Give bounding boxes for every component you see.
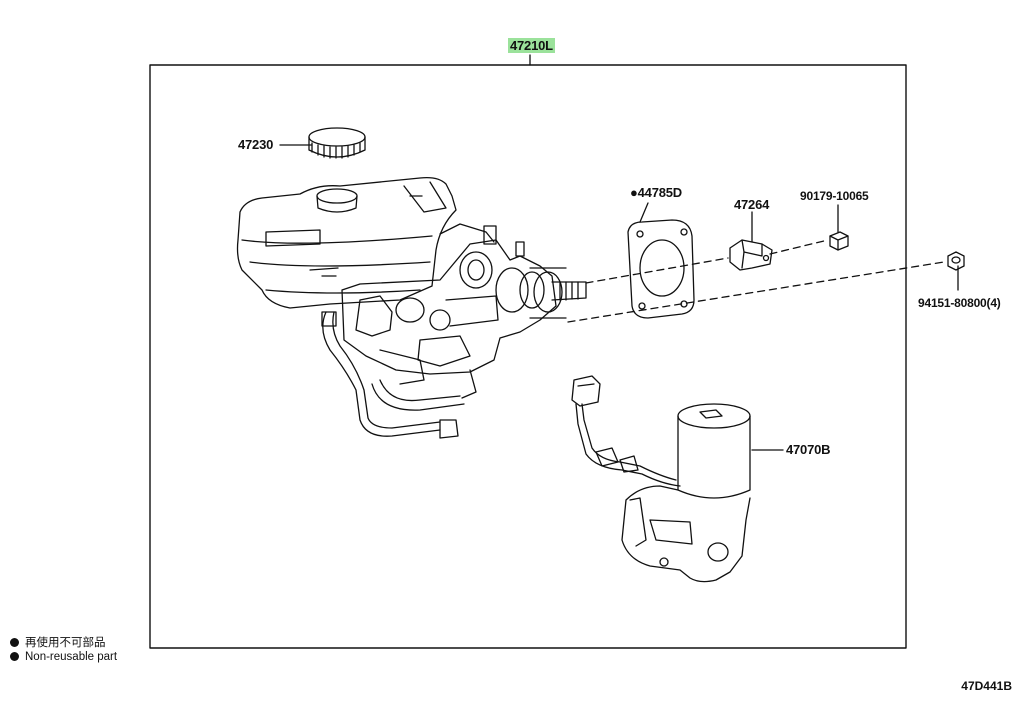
legend-jp-text: 再使用不可部品 bbox=[25, 637, 106, 649]
label-nut-large[interactable]: 94151-80800(4) bbox=[918, 296, 1001, 310]
legend-en: Non-reusable part bbox=[10, 651, 117, 663]
label-reservoir-cap[interactable]: 47230 bbox=[238, 137, 274, 152]
alignment-line-lower bbox=[567, 261, 945, 323]
pump-motor-drawing bbox=[571, 375, 751, 583]
brake-booster-assembly-drawing bbox=[236, 176, 587, 439]
label-nut-small[interactable]: 90179-10065 bbox=[800, 189, 869, 203]
legend-en-text: Non-reusable part bbox=[25, 651, 118, 663]
label-bracket[interactable]: 47264 bbox=[734, 197, 770, 212]
assembly-part-number[interactable]: 47210L bbox=[508, 38, 555, 53]
leader-44785D bbox=[639, 202, 649, 223]
label-pump-motor[interactable]: 47070B bbox=[786, 442, 831, 457]
legend-dot-icon bbox=[10, 638, 19, 647]
reservoir-cap-drawing bbox=[308, 127, 366, 159]
nut-large-drawing bbox=[947, 251, 965, 271]
legend-jp: 再使用不可部品 bbox=[10, 634, 106, 650]
legend-dot-icon bbox=[10, 652, 19, 661]
non-reusable-dot-icon: ● bbox=[630, 185, 638, 200]
alignment-line-mid bbox=[769, 239, 829, 255]
gasket-part-number[interactable]: 44785D bbox=[637, 185, 683, 200]
nut-small-drawing bbox=[829, 231, 849, 251]
gasket-drawing bbox=[627, 219, 695, 319]
reference-code: 47D441B bbox=[961, 679, 1012, 693]
bracket-drawing bbox=[729, 239, 773, 271]
label-gasket[interactable]: ●44785D bbox=[630, 185, 682, 200]
assembly-frame bbox=[149, 64, 907, 649]
alignment-line-upper bbox=[585, 257, 729, 284]
label-assembly[interactable]: 47210L bbox=[508, 38, 555, 53]
